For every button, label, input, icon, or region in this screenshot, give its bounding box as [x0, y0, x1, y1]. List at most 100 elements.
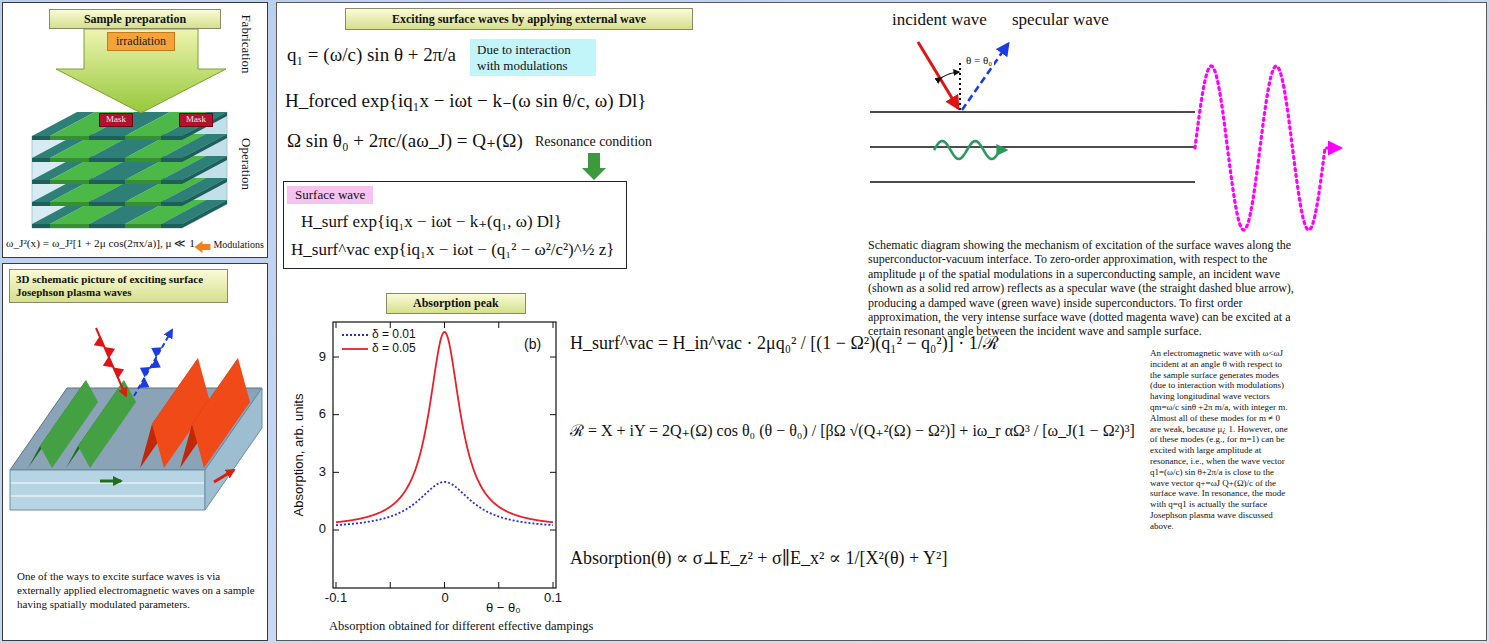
layer-line [11, 495, 204, 496]
interface-line [870, 181, 1195, 183]
axis-title: Absorption, arb. units [291, 394, 307, 517]
angle-label: θ = θ₀ [964, 54, 994, 67]
section-panel: Sample preparation irradiationMask Mask [2, 2, 268, 258]
layer-edge [50, 202, 89, 206]
surface-wave-green [78, 380, 136, 468]
formula: ω_J²(x) = ω_J²[1 + 2μ cos(2πx/a)], μ ≪ 1 [6, 237, 195, 251]
sample-front-face [10, 470, 205, 510]
axis-tick [550, 357, 556, 358]
layer-edge [89, 158, 125, 162]
tick-label: -0.1 [316, 590, 356, 606]
layer-edge [50, 158, 89, 162]
axis-tick [550, 472, 556, 473]
layer-edge [32, 224, 50, 228]
incident-wave-symbol [113, 367, 124, 378]
axis-tick [550, 530, 556, 531]
axis-tick [333, 414, 339, 415]
panel-ground [2, 263, 268, 641]
legend-sample [342, 334, 368, 336]
axis-tick [550, 414, 556, 415]
formula: ℛ = X + iY = 2Q₊(Ω) cos θ₀ (θ − θ₀) / [β… [570, 420, 1140, 442]
axis-tick [553, 322, 554, 328]
formula-box: Surface waveH_surf exp{iq₁x − iωt − k₊(q… [283, 181, 627, 269]
axis-tick [333, 472, 339, 473]
layer-edge [32, 136, 50, 140]
axis-tick [336, 322, 337, 328]
legend-sample [342, 348, 368, 350]
legend-text: δ = 0.05 [372, 341, 416, 355]
layer-line [11, 482, 204, 483]
specular-wave-symbol [151, 347, 162, 358]
formula: q₁ = (ω/c) sin θ + 2π/a [287, 44, 456, 67]
tick-label: 3 [306, 464, 326, 480]
annotation: Modulations [213, 239, 264, 251]
layer-edge [161, 224, 182, 228]
tick-label: 0 [425, 590, 465, 606]
layer-edge [89, 224, 125, 228]
annotation: Resonance condition [535, 134, 652, 151]
section-tab: Absorption peak [386, 293, 526, 314]
node-heading: Sample preparation [49, 9, 221, 29]
incident-arrow [918, 42, 958, 108]
propagation-arrow [100, 480, 121, 483]
layer-edge [161, 158, 182, 162]
interface-line [870, 111, 1195, 113]
axis-tick [444, 322, 445, 328]
axis-tick [390, 582, 391, 588]
mask-block: Mask [99, 113, 133, 127]
node-heading: Mask [106, 114, 126, 126]
layer-edge [125, 202, 161, 206]
layer-edge [50, 224, 89, 228]
layer-edge [89, 180, 125, 184]
incident-wave-symbol [94, 336, 105, 347]
tick-label: 0.1 [533, 590, 573, 606]
incident-wave-symbol [104, 347, 115, 358]
node-heading: Exciting surface waves by applying exter… [345, 8, 693, 30]
layer-edge [32, 158, 50, 162]
section-panel: 3D schematic picture of exciting surface… [2, 263, 268, 641]
surface-wave [1195, 66, 1340, 230]
body-text: An electromagnetic wave with ω<ωJ incide… [1150, 348, 1290, 532]
layer-edge [182, 156, 227, 184]
layer-edge [182, 134, 227, 162]
figure-caption: Absorption obtained for different effect… [329, 619, 593, 634]
layer-edge [125, 136, 161, 140]
legend-text: δ = 0.01 [372, 327, 416, 341]
specular-arrow [962, 44, 1008, 110]
formula: H_forced exp{iq₁x − iωt − k₋(ω sin θ/c, … [285, 90, 647, 113]
axis-tick [333, 357, 339, 358]
node-heading: Mask [186, 114, 206, 126]
angle-arc [941, 72, 959, 78]
tick-label: 9 [306, 349, 326, 365]
absorption-curve [336, 482, 553, 525]
node-heading: irradiation [107, 32, 175, 51]
irradiation-arrow: irradiation [54, 29, 228, 113]
layer-edge [32, 180, 50, 184]
node-heading: 3D schematic picture of exciting surface… [9, 269, 228, 303]
layer-edge [161, 202, 182, 206]
pointer-arrow [194, 241, 210, 253]
layer-edge [125, 224, 161, 228]
layer-edge [89, 136, 125, 140]
layer-edge [50, 180, 89, 184]
layer-edge [89, 202, 125, 206]
layer-edge [161, 136, 182, 140]
vertical-label: Fabrication [238, 14, 254, 73]
specular-wave-symbol [150, 358, 161, 369]
layer-edge [125, 180, 161, 184]
irradiation-arrow-body [56, 29, 226, 113]
layer-edge [161, 180, 182, 184]
interface-line [870, 146, 1195, 148]
damped-wave [934, 141, 1006, 159]
panel-ground [276, 2, 1487, 641]
mask-block: Mask [179, 113, 213, 127]
wave-label: specular wave [1012, 10, 1109, 30]
layer-edge [182, 200, 227, 228]
formula: H_surf^vac = H_in^vac · 2μq₀² / [(1 − Ω²… [570, 333, 999, 355]
tick-label: 0 [306, 521, 326, 537]
axis-title: θ − θ₀ [486, 600, 521, 616]
tick-label: 6 [306, 406, 326, 422]
specular-wave-symbol [140, 367, 151, 378]
surface-wave-red [192, 358, 250, 468]
